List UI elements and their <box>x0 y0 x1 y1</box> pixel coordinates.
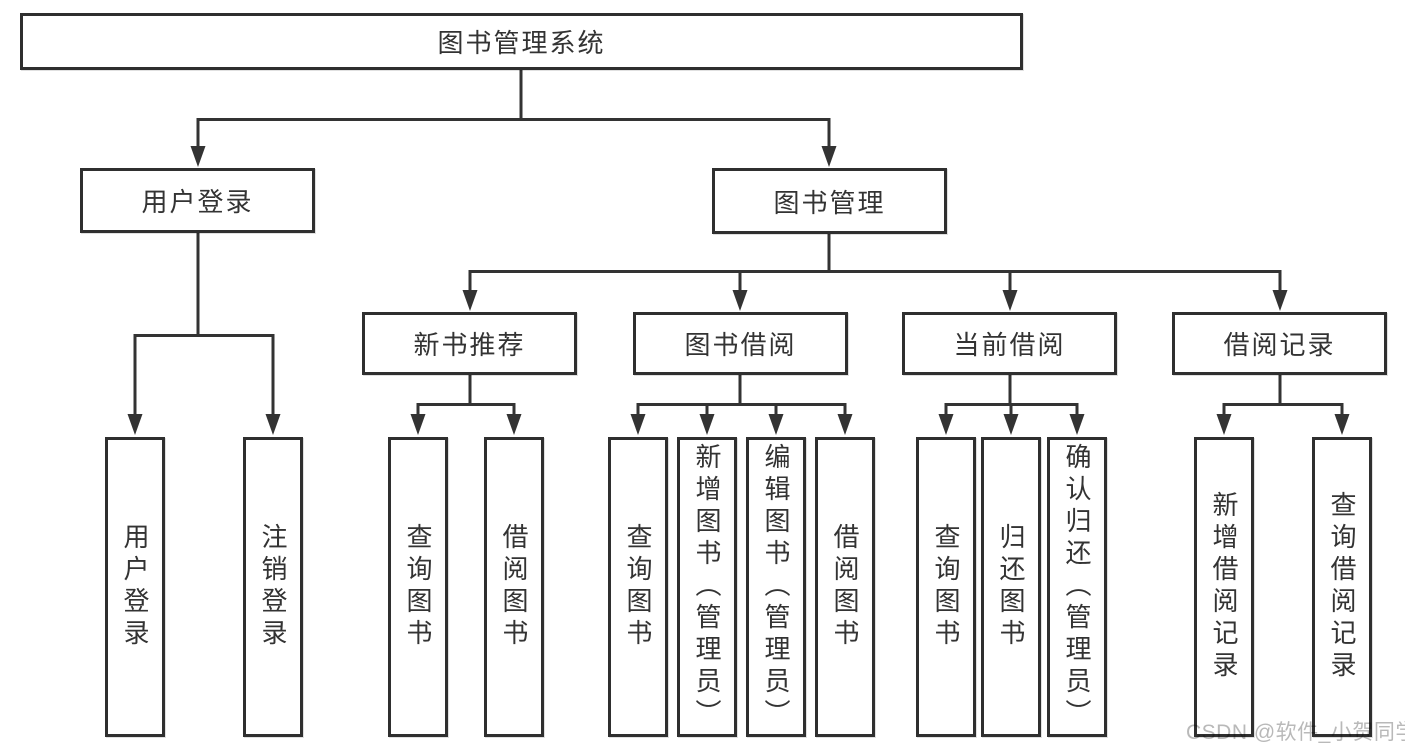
connector-userlogin-to-children <box>133 233 275 416</box>
connector-root-to-level1 <box>196 70 831 147</box>
node-new-book-recommend: 新书推荐 <box>362 312 577 375</box>
connector-bookmgmt-to-modules <box>468 234 1282 293</box>
csdn-watermark: CSDN @软件_小贺同学 <box>1186 721 1405 744</box>
node-logout: 注销登录 <box>243 437 303 737</box>
node-add-book-admin: 新增图书（管理员） <box>677 437 737 737</box>
connector-modules-to-leaves <box>416 375 1344 417</box>
node-user-login: 用户登录 <box>105 437 165 737</box>
node-add-borrow-record: 新增借阅记录 <box>1194 437 1254 737</box>
node-borrow-books: 借阅图书 <box>815 437 875 737</box>
node-confirm-return-admin: 确认归还（管理员） <box>1047 437 1107 737</box>
node-query-borrow-record: 查询借阅记录 <box>1312 437 1372 737</box>
node-user-login-branch: 用户登录 <box>80 168 315 233</box>
node-query-books-borrow: 查询图书 <box>608 437 668 737</box>
node-query-books-current: 查询图书 <box>916 437 976 737</box>
node-edit-book-admin: 编辑图书（管理员） <box>746 437 806 737</box>
node-return-book: 归还图书 <box>981 437 1041 737</box>
node-book-borrow: 图书借阅 <box>633 312 848 375</box>
node-book-management-branch: 图书管理 <box>712 168 947 234</box>
node-current-borrow: 当前借阅 <box>902 312 1117 375</box>
node-query-books-recommend: 查询图书 <box>388 437 448 737</box>
node-borrow-books-recommend: 借阅图书 <box>484 437 544 737</box>
node-borrow-records: 借阅记录 <box>1172 312 1387 375</box>
node-library-system: 图书管理系统 <box>20 13 1023 70</box>
